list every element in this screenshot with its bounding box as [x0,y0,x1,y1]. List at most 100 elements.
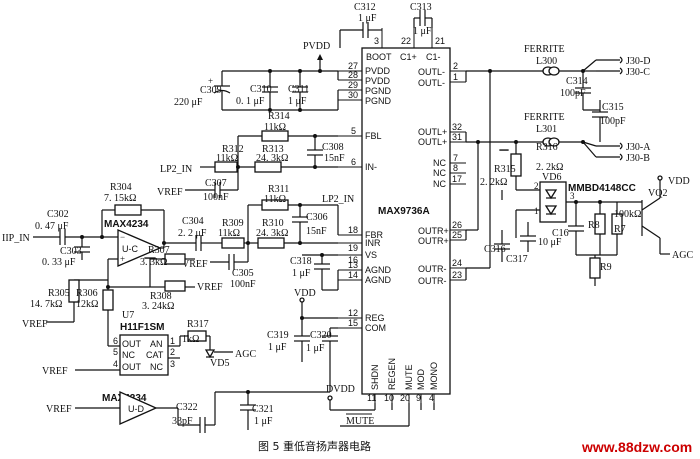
label: C319 [267,330,289,341]
pin-num: 22 [401,36,411,46]
label: H11F1SM [120,322,164,333]
label: VD5 [210,358,229,369]
svg-text:3: 3 [570,191,575,201]
label: 1 [170,336,175,346]
c313-capacitor: C313 1 μF [410,2,433,37]
vs-agnd-section: C318 1 μF [290,253,339,291]
label: 33pF [172,416,193,427]
label: MAX4234 [104,219,149,230]
label: 1kΩ [182,334,199,345]
label: C316 [484,244,506,255]
pin-name: PVDD [365,66,391,76]
pin-num: 32 [452,122,462,132]
label: J30-C [626,67,650,78]
pin-name: OUTL+ [418,127,447,137]
c311-capacitor: C311 1 μF [288,71,309,110]
pin-num: 4 [429,393,434,403]
label: C306 [306,212,328,223]
label: FERRITE [524,44,565,55]
pin-num: 3 [374,36,379,46]
pin-num: 14 [348,270,358,280]
label: R315 [494,164,516,175]
label: 2. 2kΩ [480,177,507,188]
pin-name: SHDN [370,364,380,390]
pin-num: 7 [453,153,458,163]
pin-name: OUTR- [418,276,447,286]
label: L300 [536,56,557,67]
label: OUT [122,339,142,349]
label: C317 [506,254,528,265]
label: C310 [250,84,272,95]
agc-detector: R316 2. 2kΩ R315 2. 2kΩ 2 1 3 VD6 MMBD41… [480,140,693,286]
pin-name: BOOT [366,52,392,62]
chip-top-pins: 3 22 21 BOOT C1+ C1- [366,28,445,62]
reg-com-section: VDD C319 1 μF C320 1 μF [267,288,338,362]
label: VREF [46,404,72,415]
label: 24. 3kΩ [256,228,288,239]
label: 0. 1 μF [236,96,265,107]
pin-name: IN- [365,162,377,172]
label: R313 [262,144,284,155]
label: R305 [48,288,70,299]
figure-caption: 图 5 重低音扬声器电路 [258,439,371,453]
label: C305 [232,268,254,279]
label: OUT [122,362,142,372]
label: 2. 2kΩ [536,162,563,173]
svg-text:+: + [208,76,213,86]
label: C302 [47,209,69,220]
pin-name: OUTL- [418,78,445,88]
label: R316 [536,142,558,153]
label: VQ2 [648,188,667,199]
label: 6 [113,336,118,346]
label: 1 μF [254,416,273,427]
label: 0. 33 μF [42,257,76,268]
label: 1 μF [288,96,307,107]
label: 3. 3kΩ [140,257,167,268]
c309-capacitor: C309 220 μF + [174,71,231,110]
c312-capacitor: C312 1 μF [339,2,382,48]
pin-num: 9 [416,393,421,403]
label: 11kΩ [216,153,238,164]
label: C313 [410,2,432,13]
pin-name: AGND [365,265,392,275]
label: VDD [294,288,316,299]
chip-name: MAX9736A [378,206,430,217]
pin-num: 30 [348,90,358,100]
watermark: www.88dzw.com [581,439,692,455]
pin-name: OUTL- [418,67,445,77]
pin-num: 27 [348,61,358,71]
label: AGC [235,349,256,360]
pin-num: 23 [452,270,462,280]
label: IIP_IN [2,233,30,244]
label: 1 μF [268,342,287,353]
label: 4 [113,359,118,369]
label: 2. 2 μF [178,228,207,239]
pin-num: 17 [452,174,462,184]
pin-name: INR [365,238,381,248]
label: R9 [600,262,612,273]
label: C308 [322,142,344,153]
pin-name: COM [365,323,386,333]
left-feedback-network: R314 11kΩ C308 15nF R312 11kΩ R313 24. 3… [157,111,345,203]
label: C309 [200,85,222,96]
label: C315 [602,102,624,113]
label: R310 [262,218,284,229]
svg-text:2: 2 [534,181,539,191]
pin-name: NC [433,158,446,168]
pin-num: 15 [348,318,358,328]
label: 14. 7kΩ [30,299,62,310]
pin-name: C1- [426,52,441,62]
pin-name: NC [433,168,446,178]
output-section: FERRITE L300 FERRITE L301 J30-D J30-C J3… [465,44,651,280]
chip-right-pins: 2 1 32 31 7 8 17 26 25 24 23 OUTL- OUTL-… [418,61,466,286]
pin-name: MONO [429,362,439,390]
label: R307 [148,245,170,256]
label: 11kΩ [264,194,286,205]
label: J30-A [626,142,651,153]
svg-text:−: − [120,232,125,242]
label: C304 [182,216,204,227]
pin-num: 5 [351,126,356,136]
label: 100nF [230,279,256,290]
label: U7 [122,310,134,321]
label: 100kΩ [614,209,641,220]
